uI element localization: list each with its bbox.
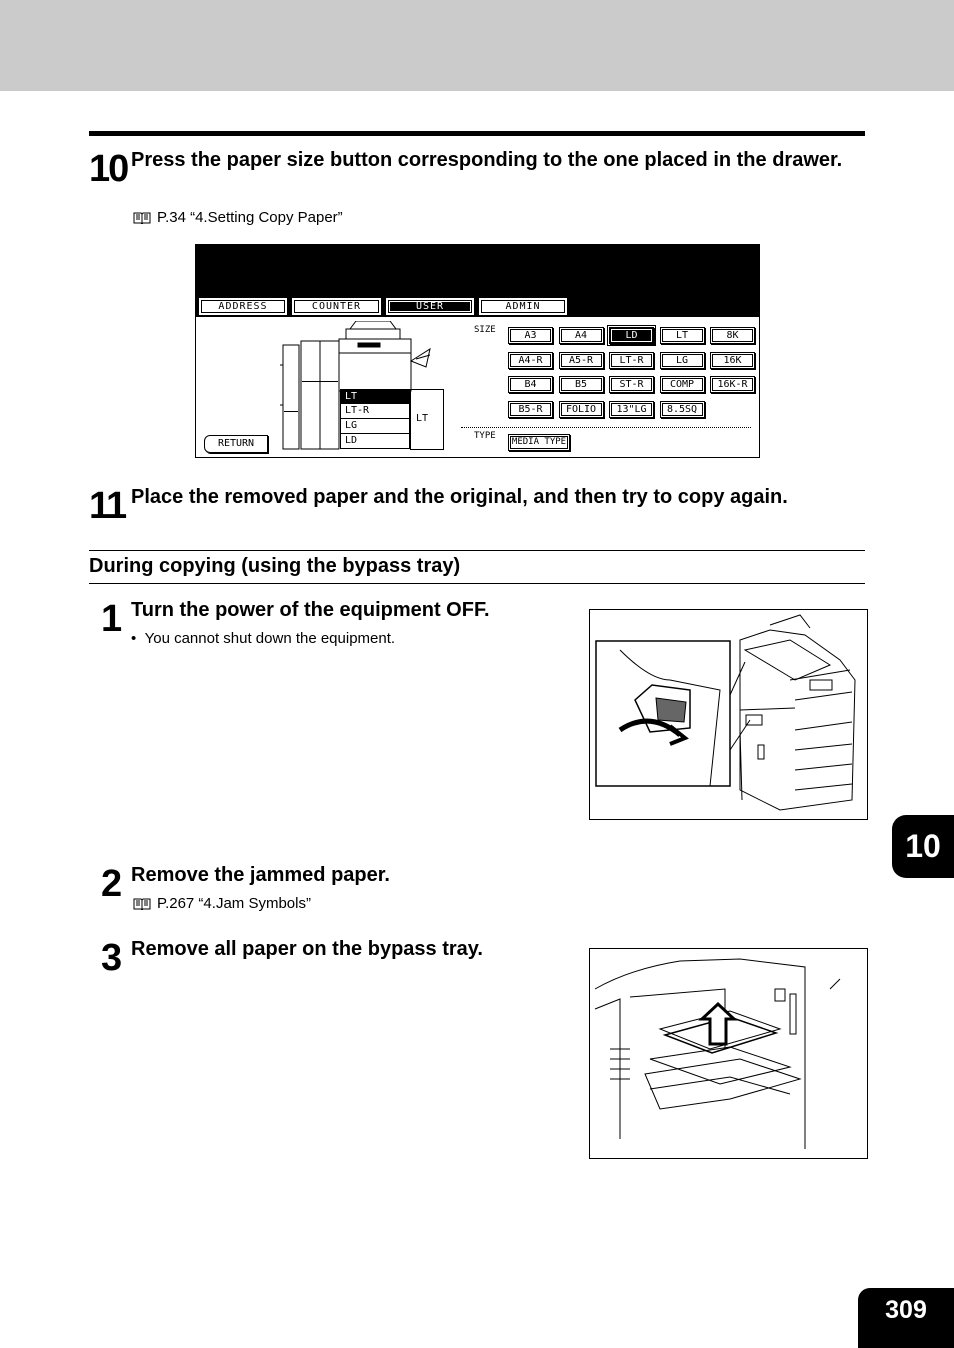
book-icon (133, 212, 151, 224)
type-label: TYPE (474, 431, 496, 441)
step-title: Turn the power of the equipment OFF. (131, 599, 490, 621)
drawer-list: LT LT-R LG LD (340, 389, 410, 449)
panel-message-area (196, 245, 759, 317)
chapter-tab[interactable]: 10 (892, 815, 954, 878)
tab-address[interactable]: ADDRESS (199, 298, 287, 315)
size-button-a4-r[interactable]: A4-R (508, 351, 553, 369)
tab-user[interactable]: USER (386, 298, 474, 315)
step-title: Press the paper size button correspondin… (131, 149, 843, 171)
page-number: 309 (858, 1288, 954, 1348)
size-button-a5-r[interactable]: A5-R (558, 351, 604, 369)
tab-counter[interactable]: COUNTER (292, 298, 381, 315)
size-button-16k[interactable]: 16K (710, 351, 755, 369)
size-button-b5[interactable]: B5 (558, 376, 604, 393)
section-heading: During copying (using the bypass tray) (89, 550, 865, 584)
divider (461, 427, 751, 428)
tab-admin[interactable]: ADMIN (479, 298, 567, 315)
size-button-16k-r[interactable]: 16K-R (710, 376, 755, 393)
step-number: 2 (101, 863, 122, 905)
size-button-lt-r[interactable]: LT-R (609, 351, 654, 369)
size-button-folio[interactable]: FOLIO (558, 400, 604, 418)
bypass-tray-illustration (594, 958, 841, 1149)
step-number: 10 (89, 148, 129, 190)
size-button-8k[interactable]: 8K (710, 327, 755, 344)
size-label: SIZE (474, 325, 496, 335)
lcc-tray: LT (410, 389, 444, 450)
step-title: Remove all paper on the bypass tray. (131, 938, 483, 960)
size-button-13-lg[interactable]: 13"LG (609, 400, 654, 418)
media-type-button[interactable]: MEDIA TYPE (508, 434, 570, 451)
size-button-b4[interactable]: B4 (508, 376, 553, 393)
return-button[interactable]: RETURN (204, 435, 268, 453)
step-title: Remove the jammed paper. (131, 864, 390, 886)
size-button-b5-r[interactable]: B5-R (508, 400, 553, 418)
size-button-8-5sq[interactable]: 8.5SQ (659, 400, 705, 418)
reference-text: P.34 “4.Setting Copy Paper” (157, 209, 343, 226)
power-switch-illustration (595, 614, 856, 811)
step-number: 3 (101, 937, 122, 979)
book-icon (133, 898, 151, 910)
step-number: 11 (89, 485, 127, 527)
reference-link[interactable]: P.267 “4.Jam Symbols” (133, 895, 311, 912)
size-button-lg[interactable]: LG (659, 351, 705, 369)
copier-illustration (280, 321, 431, 450)
reference-link[interactable]: P.34 “4.Setting Copy Paper” (133, 209, 343, 226)
size-button-comp[interactable]: COMP (659, 376, 705, 393)
size-button-ld[interactable]: LD (607, 325, 656, 346)
drawer-item: LT (340, 389, 410, 404)
header-band (0, 0, 954, 91)
drawer-item: LG (340, 419, 410, 434)
drawer-item: LT-R (340, 404, 410, 419)
bypass-tray-figure (589, 948, 868, 1159)
size-button-lt[interactable]: LT (659, 327, 705, 344)
paper-size-panel: ADDRESS COUNTER USER ADMIN LT LT-R LG (195, 244, 760, 458)
bullet-note: • You cannot shut down the equipment. (131, 630, 396, 647)
section-rule (89, 131, 865, 136)
size-button-a3[interactable]: A3 (508, 327, 553, 344)
size-button-a4[interactable]: A4 (558, 327, 604, 344)
step-title: Place the removed paper and the original… (131, 486, 788, 508)
drawer-item: LD (340, 434, 410, 449)
reference-text: P.267 “4.Jam Symbols” (157, 895, 311, 912)
size-button-st-r[interactable]: ST-R (609, 376, 654, 393)
step-number: 1 (101, 598, 122, 640)
power-switch-figure (589, 609, 868, 820)
